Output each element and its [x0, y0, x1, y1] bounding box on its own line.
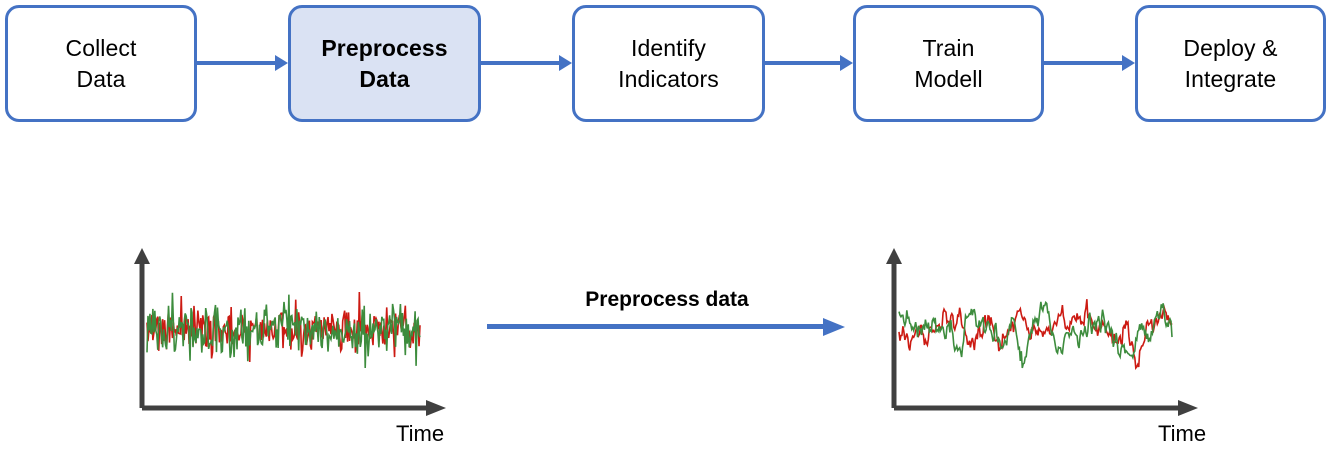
pipeline-step-label: Train Modell: [914, 34, 983, 92]
x-axis-arrowhead: [426, 400, 446, 416]
connector-arrowhead: [559, 55, 572, 71]
processed-plot-x-axis-label: Time: [1158, 421, 1207, 446]
transform-arrow-label: Preprocess data: [585, 288, 749, 311]
trace-signal-green: [898, 300, 1173, 369]
transform-arrow: [487, 318, 847, 336]
pipeline-step-label: Deploy & Integrate: [1183, 34, 1278, 92]
transform-arrow-head: [823, 318, 845, 336]
connector-shaft: [765, 61, 842, 65]
connector-shaft: [1044, 61, 1124, 65]
transform-arrow-shaft: [487, 324, 827, 329]
pipeline-step-label: Collect Data: [65, 34, 137, 92]
pipeline-step-collect-data[interactable]: Collect Data: [5, 5, 197, 122]
trace-signal-green: [146, 292, 421, 369]
pipeline-step-deploy-integrate[interactable]: Deploy & Integrate: [1135, 5, 1326, 122]
processed-signal-svg: [886, 248, 1198, 416]
pipeline-step-preprocess-data[interactable]: Preprocess Data: [288, 5, 481, 122]
arrow-preprocess-to-identify: [481, 53, 572, 73]
connector-shaft: [197, 61, 277, 65]
raw-plot-x-axis-label: Time: [396, 421, 445, 446]
x-axis-arrowhead: [1178, 400, 1198, 416]
pipeline-step-train-modell[interactable]: Train Modell: [853, 5, 1044, 122]
connector-arrowhead: [840, 55, 853, 71]
arrow-train-to-deploy: [1044, 53, 1135, 73]
y-axis-arrowhead: [134, 248, 150, 264]
pipeline-step-label: Preprocess Data: [321, 34, 448, 92]
connector-shaft: [481, 61, 561, 65]
pipeline-step-label: Identify Indicators: [618, 34, 719, 92]
connector-arrowhead: [1122, 55, 1135, 71]
connector-arrowhead: [275, 55, 288, 71]
y-axis-arrowhead: [886, 248, 902, 264]
raw-signal-svg: [134, 248, 446, 416]
arrow-identify-to-train: [765, 53, 853, 73]
pipeline-step-identify-indicators[interactable]: Identify Indicators: [572, 5, 765, 122]
arrow-collect-to-preprocess: [197, 53, 288, 73]
trace-signal-red: [898, 299, 1173, 370]
raw-signal-plot: [128, 248, 448, 420]
processed-signal-plot: [880, 248, 1200, 420]
